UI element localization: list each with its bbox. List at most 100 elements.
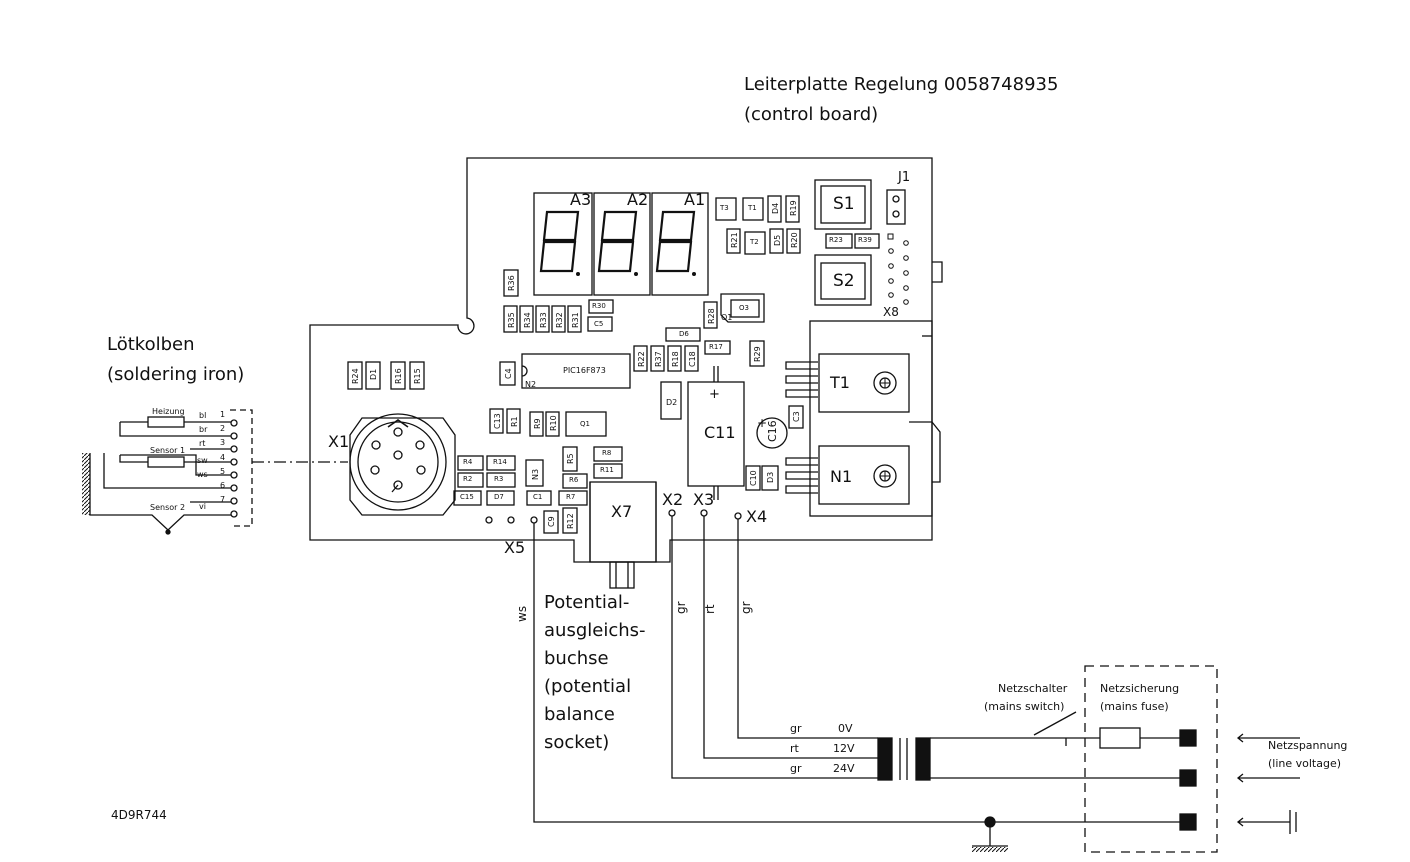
wire-ws bbox=[533, 523, 1180, 823]
capacitor-c16 bbox=[756, 417, 788, 449]
part-c3 bbox=[788, 405, 804, 429]
part-r35 bbox=[503, 305, 518, 333]
part-c1 bbox=[526, 490, 552, 506]
label-c4: C4 bbox=[504, 368, 513, 379]
switch-s1-label: S1 bbox=[833, 194, 855, 214]
label-r18: R18 bbox=[671, 351, 680, 367]
sensor2-label: Sensor 2 bbox=[150, 503, 186, 512]
label-r5: R5 bbox=[566, 453, 575, 464]
header-x8-label: X8 bbox=[883, 305, 899, 319]
label-r8: R8 bbox=[602, 449, 612, 457]
switch-s1-inner bbox=[820, 185, 866, 224]
part-c18 bbox=[684, 345, 699, 372]
pin-6: 6 bbox=[220, 481, 226, 490]
iron-label-line-2: (soldering iron) bbox=[107, 364, 245, 385]
connector-x1-label: X1 bbox=[328, 432, 350, 451]
part-r1 bbox=[506, 408, 521, 434]
label-d2: D2 bbox=[666, 398, 677, 407]
part-c15 bbox=[453, 490, 482, 506]
pin-4: 4 bbox=[220, 453, 226, 462]
pin-1: 1 bbox=[220, 410, 226, 419]
label-c3: C3 bbox=[792, 411, 801, 422]
transformer-primary-coil bbox=[877, 737, 893, 781]
title-line-2: (control board) bbox=[744, 104, 879, 125]
label-r12: R12 bbox=[566, 513, 575, 529]
part-d7 bbox=[486, 490, 515, 506]
label-r15: R15 bbox=[413, 368, 422, 384]
wire-gr-0v bbox=[737, 519, 878, 739]
switch-s1-outer bbox=[814, 179, 872, 230]
part-r24 bbox=[347, 361, 363, 390]
part-r34 bbox=[519, 305, 534, 333]
part-c10 bbox=[745, 465, 761, 491]
part-r23 bbox=[825, 233, 853, 249]
iron-pins bbox=[230, 419, 238, 518]
part-r16 bbox=[390, 361, 406, 390]
part-t1s bbox=[742, 197, 764, 221]
part-r8 bbox=[593, 446, 623, 462]
label-r21: R21 bbox=[730, 232, 739, 248]
capacitor-c11-label: C11 bbox=[704, 423, 736, 442]
label-d4: D4 bbox=[771, 203, 780, 214]
line-voltage-line-1: Netzspannung bbox=[1268, 739, 1348, 752]
part-r22 bbox=[633, 345, 648, 372]
part-d5 bbox=[769, 228, 784, 254]
power-t1-body bbox=[818, 353, 910, 413]
label-r16: R16 bbox=[394, 368, 403, 384]
part-r21 bbox=[726, 228, 741, 254]
wire-rt-12v bbox=[703, 516, 878, 759]
heater-label: Heizung bbox=[152, 407, 185, 416]
label-t3: T3 bbox=[720, 204, 729, 212]
part-n3 bbox=[525, 459, 544, 487]
heater-element bbox=[147, 416, 185, 428]
label-r37: R37 bbox=[654, 351, 663, 367]
socket-x7-pin bbox=[609, 561, 635, 589]
label-o1: O1 bbox=[721, 313, 732, 322]
tr-row-0-color: gr bbox=[790, 722, 802, 735]
part-r18 bbox=[667, 345, 682, 372]
label-q1: Q1 bbox=[580, 420, 590, 428]
label-r23: R23 bbox=[829, 236, 843, 244]
display-a1-body bbox=[651, 192, 709, 296]
rotated-labels: D4 R19 R21 D5 R20 R36 R35 R34 R33 R32 R3… bbox=[351, 200, 801, 529]
label-c16: C16 bbox=[766, 420, 779, 442]
wire-vi: vi bbox=[199, 502, 206, 511]
heatsink-outline bbox=[809, 320, 933, 517]
part-r36 bbox=[503, 269, 519, 297]
wire-label-rt: rt bbox=[703, 604, 717, 614]
part-o1-outline bbox=[720, 293, 765, 323]
wire-color-labels: ws gr rt gr bbox=[515, 601, 753, 622]
part-r28 bbox=[703, 301, 718, 329]
connector-x1-body bbox=[349, 413, 447, 511]
label-r39: R39 bbox=[858, 236, 872, 244]
document-id: 4D9R744 bbox=[111, 808, 167, 822]
power-t1-label: T1 bbox=[830, 373, 850, 392]
part-d2 bbox=[660, 381, 682, 420]
label-c15: C15 bbox=[460, 493, 474, 501]
label-r3: R3 bbox=[494, 475, 504, 483]
part-c13 bbox=[489, 408, 504, 434]
pin-7: 7 bbox=[220, 495, 226, 504]
display-a3-label: A3 bbox=[570, 190, 592, 209]
label-r19: R19 bbox=[789, 200, 798, 216]
part-r29 bbox=[749, 340, 765, 367]
switch-leader bbox=[1033, 711, 1077, 736]
mains-switch-line-2: (mains switch) bbox=[984, 700, 1065, 713]
header-x8-pins bbox=[887, 233, 909, 305]
label-n3: N3 bbox=[531, 469, 540, 480]
label-r1: R1 bbox=[510, 416, 519, 427]
capacitor-c11 bbox=[687, 381, 745, 487]
part-r7 bbox=[558, 490, 588, 506]
pin-3: 3 bbox=[220, 438, 226, 447]
label-c9: C9 bbox=[547, 516, 556, 527]
label-r7: R7 bbox=[566, 493, 576, 501]
label-d6: D6 bbox=[679, 330, 689, 338]
label-r29: R29 bbox=[753, 346, 762, 362]
transformer-secondary-coil bbox=[915, 737, 931, 781]
label-r30: R30 bbox=[592, 302, 606, 310]
potential-line-4: (potential bbox=[544, 676, 632, 697]
label-r4: R4 bbox=[463, 458, 473, 466]
potential-line-5: balance bbox=[544, 704, 615, 725]
power-n1-body bbox=[818, 445, 910, 505]
